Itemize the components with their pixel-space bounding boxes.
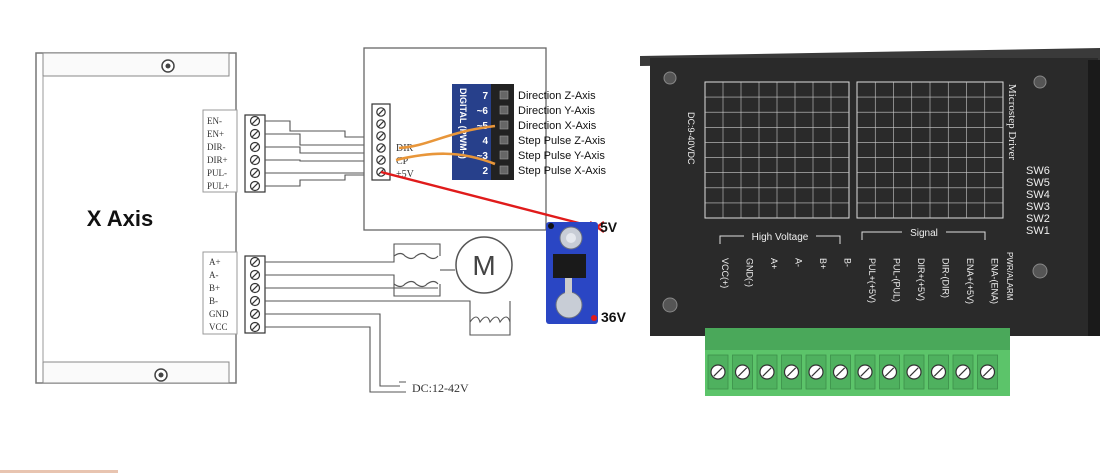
power-input: DC:12-42V — [399, 381, 469, 395]
signal-wires — [265, 120, 372, 187]
switch-label: SW2 — [1026, 213, 1050, 225]
switch-label: SW5 — [1026, 177, 1050, 189]
signal-pin-labels: EN- EN+ DIR- DIR+ PUL- PUL+ — [207, 116, 229, 191]
terminal-label: DIR-(DIR) — [941, 258, 951, 298]
controller-pin-cp: CP — [396, 156, 409, 167]
driver-photo: Microstep Driver DC:9-40VDC SW6SW5SW4SW3… — [640, 48, 1100, 396]
power-label: DC:12-42V — [412, 381, 469, 395]
driver-bottom-tab — [42, 361, 230, 384]
controller-pin-5v: +5V — [396, 169, 415, 180]
driver-top-tab — [42, 52, 230, 77]
signal-label: Signal — [910, 228, 938, 239]
signal-pin-label: DIR- — [207, 142, 226, 152]
signal-terminal-block — [244, 114, 266, 193]
terminal-label: PUL-(PUL) — [892, 258, 902, 302]
signal-pin-label: PUL- — [207, 168, 227, 178]
motor-wiring — [265, 243, 511, 393]
arduino-pin-number: ~3 — [477, 151, 489, 162]
dc-label: DC:9-40VDC — [686, 112, 696, 165]
model-label: Microstep Driver — [1006, 84, 1018, 160]
regulator-capacitor-bottom — [555, 291, 583, 319]
motor-pin-label: A+ — [209, 257, 221, 267]
motor-label: M — [472, 250, 495, 281]
red-5v-wire — [380, 170, 599, 230]
terminal-label: ENA-(ENA) — [990, 258, 1000, 304]
motor-pin-label: VCC — [209, 322, 228, 332]
terminal-label: ENA+(+5V) — [965, 258, 975, 304]
arduino-pin-number: 2 — [482, 166, 488, 177]
switch-label: SW4 — [1026, 189, 1050, 201]
motor-terminal-block — [244, 255, 266, 334]
switch-label: SW6 — [1026, 165, 1050, 177]
regulator-in-label: 36V — [601, 309, 627, 325]
arduino-pin-number: 7 — [482, 91, 488, 102]
arduino-pin-label: Step Pulse X-Axis — [518, 165, 607, 177]
motor-symbol — [455, 236, 513, 294]
arduino-pin-number: ~5 — [477, 121, 489, 132]
motor-pin-label: A- — [209, 270, 219, 280]
signal-pin-label: EN+ — [207, 129, 224, 139]
signal-pin-label: PUL+ — [207, 181, 229, 191]
signal-pin-label: DIR+ — [207, 155, 228, 165]
arduino-pin-number: ~6 — [477, 106, 489, 117]
driver-photo-body — [650, 58, 1098, 336]
arduino-pin-label: Step Pulse Y-Axis — [518, 150, 605, 162]
motor-pin-labels: A+ A- B+ B- GND VCC — [209, 257, 229, 332]
arduino-pin-label: Direction Z-Axis — [518, 90, 596, 102]
arduino-pin — [499, 90, 509, 100]
switch-label: SW1 — [1026, 225, 1050, 237]
motor-label-panel — [202, 251, 238, 335]
signal-label-panel — [202, 109, 238, 193]
pwr-alarm-label: PWR/ALARM — [1005, 252, 1014, 301]
motor-pin-label: B- — [209, 296, 218, 306]
diagram-title: X Axis — [87, 206, 153, 231]
arduino-pin — [499, 105, 509, 115]
voltage-regulator: 5V 36V — [546, 219, 627, 325]
terminal-label: DIR+(+5V) — [916, 258, 926, 301]
terminal-label: GND(-) — [745, 258, 755, 287]
arduino-pin-number: 4 — [482, 136, 488, 147]
terminal-labels: VCC(+) GND(-) A+ A- B+ B- PUL+(+5V) PUL-(PUL) DI… — [720, 258, 1000, 304]
switch-label: SW3 — [1026, 201, 1050, 213]
arduino-pin-label: Direction Y-Axis — [518, 105, 596, 117]
arduino-pin-label: Direction X-Axis — [518, 120, 597, 132]
left-driver-schematic: X Axis EN- EN+ DIR- DIR+ PUL- PUL+ A+ A- B+ B- GN… — [35, 52, 266, 384]
dir-to-pin5-wire — [398, 124, 496, 150]
motor-pin-label: GND — [209, 309, 229, 319]
arduino-pin — [499, 135, 509, 145]
terminal-label: B- — [843, 258, 853, 267]
regulator-chip — [553, 254, 586, 278]
arduino-header: DIGITAL (PWM~) 7 ~6 ~5 4 ~3 2 Direction Z-Axi… — [452, 84, 607, 180]
cp-to-pin2-wire — [395, 152, 496, 166]
arduino-pin — [499, 165, 509, 175]
high-voltage-label: High Voltage — [752, 232, 809, 243]
terminal-label: PUL+(+5V) — [867, 258, 877, 303]
arduino-pin-numbers: 7 ~6 ~5 4 ~3 2 — [477, 91, 489, 177]
arduino-pin — [499, 120, 509, 130]
arduino-pin — [499, 150, 509, 160]
terminal-label: A+ — [769, 258, 779, 269]
terminal-label: B+ — [818, 258, 828, 269]
orange-wires — [395, 124, 496, 166]
arduino-board-label: DIGITAL (PWM~) — [458, 88, 468, 159]
terminal-label: VCC(+) — [720, 258, 730, 288]
arduino-pin-label: Step Pulse Z-Axis — [518, 135, 606, 147]
signal-pin-label: EN- — [207, 116, 222, 126]
regulator-out-label: 5V — [600, 219, 618, 235]
terminal-label: A- — [794, 258, 804, 267]
motor-pin-label: B+ — [209, 283, 220, 293]
